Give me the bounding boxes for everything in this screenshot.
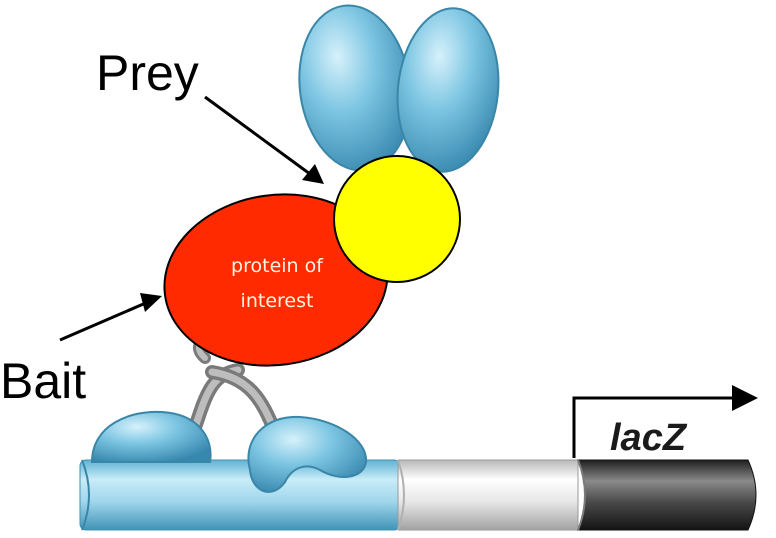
prey-arrow-line (204, 95, 311, 176)
prey-arrowhead (302, 164, 324, 184)
dna-strand (79, 459, 757, 531)
promoter-arrowhead (732, 385, 758, 411)
dna-segment-divider-2 (397, 459, 405, 531)
activation-domain-right (396, 7, 500, 173)
dna-binding-domain-left (90, 410, 212, 463)
promoter-arrow (572, 396, 735, 458)
prey-label: Prey (96, 45, 199, 101)
dna-binding-domain-right (247, 415, 368, 493)
bait-arrowhead (140, 293, 162, 312)
dna-segment-white (397, 459, 579, 531)
dna-segment-divider (577, 459, 586, 531)
lacz-gene-segment (577, 459, 757, 531)
prey-protein (333, 155, 461, 283)
bait-label: Bait (0, 353, 86, 409)
lacz-label: lacZ (610, 417, 688, 459)
dna-segment-blue-edge (81, 459, 90, 531)
protein-of-interest-label-line2: interest (241, 290, 314, 312)
bait-arrow-line (59, 300, 149, 342)
protein-of-interest-label-line1: protein of (231, 255, 324, 277)
